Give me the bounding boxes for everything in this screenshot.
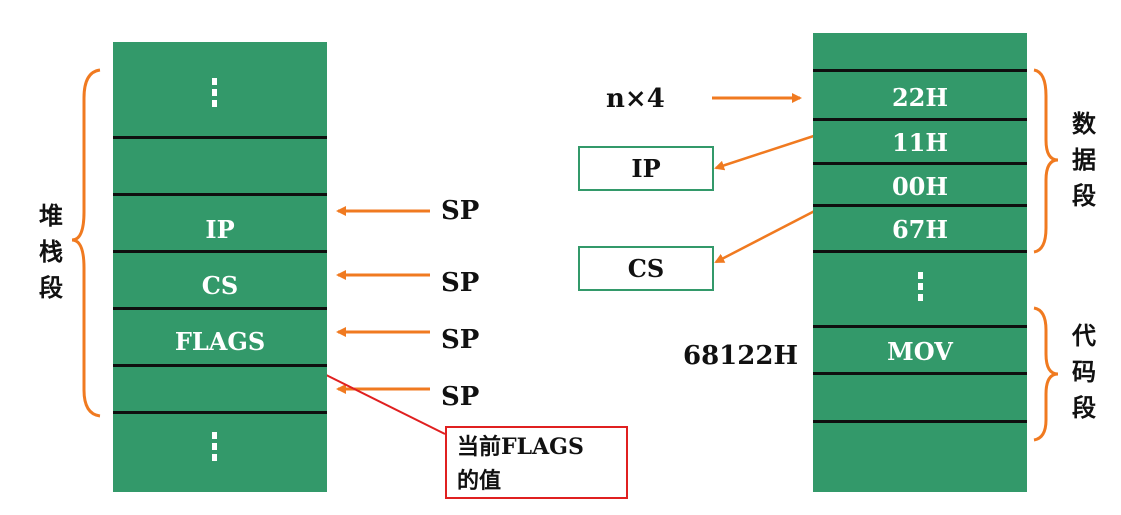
memory-byte-67h: 67H bbox=[891, 215, 949, 244]
stack-cell-flags: FLAGS bbox=[174, 327, 266, 356]
sp-label-3: SP bbox=[441, 325, 480, 355]
sp-label-4: SP bbox=[441, 382, 480, 412]
stack-cell-cs: CS bbox=[201, 271, 239, 300]
stack-divider bbox=[113, 250, 327, 253]
vector-address-label: n×4 bbox=[606, 84, 665, 114]
stack-divider bbox=[113, 411, 327, 414]
memory-divider bbox=[813, 204, 1027, 207]
current-flags-note: 当前FLAGS 的值 bbox=[445, 426, 628, 499]
stack-divider bbox=[113, 307, 327, 310]
memory-divider bbox=[813, 162, 1027, 165]
ip-fetch-arrow bbox=[714, 128, 833, 171]
memory-ellipsis bbox=[918, 272, 923, 305]
stack-ellipsis-top bbox=[212, 78, 217, 111]
code-segment-label: 代码段 bbox=[1072, 321, 1096, 422]
stack-divider bbox=[113, 364, 327, 367]
stack-divider bbox=[113, 193, 327, 196]
memory-byte-00h: 00H bbox=[891, 172, 949, 201]
memory-instruction-mov: MOV bbox=[887, 337, 953, 366]
stack-segment-column bbox=[113, 42, 327, 492]
cs-fetch-arrow bbox=[714, 200, 833, 264]
code-address-label: 68122H bbox=[683, 341, 799, 371]
sp-label-2: SP bbox=[441, 268, 480, 298]
cs-register-box: CS bbox=[578, 246, 714, 291]
ip-register-box: IP bbox=[578, 146, 714, 191]
sp-label-1: SP bbox=[441, 196, 480, 226]
memory-divider bbox=[813, 372, 1027, 375]
note-line-1: 当前FLAGS bbox=[457, 434, 584, 460]
stack-ellipsis-bottom bbox=[212, 432, 217, 465]
code-segment-brace bbox=[1033, 306, 1059, 442]
memory-divider bbox=[813, 325, 1027, 328]
memory-byte-11h: 11H bbox=[891, 128, 949, 157]
memory-byte-22h: 22H bbox=[891, 83, 949, 112]
memory-divider bbox=[813, 250, 1027, 253]
stack-segment-label: 堆栈段 bbox=[39, 201, 63, 302]
memory-divider bbox=[813, 69, 1027, 72]
note-line-2: 的值 bbox=[457, 468, 502, 494]
stack-brace bbox=[71, 68, 101, 418]
memory-divider bbox=[813, 118, 1027, 121]
memory-column bbox=[813, 33, 1027, 492]
data-segment-label: 数据段 bbox=[1072, 109, 1096, 210]
data-segment-brace bbox=[1033, 68, 1059, 254]
memory-divider bbox=[813, 420, 1027, 423]
stack-divider bbox=[113, 136, 327, 139]
stack-cell-ip: IP bbox=[205, 215, 235, 244]
